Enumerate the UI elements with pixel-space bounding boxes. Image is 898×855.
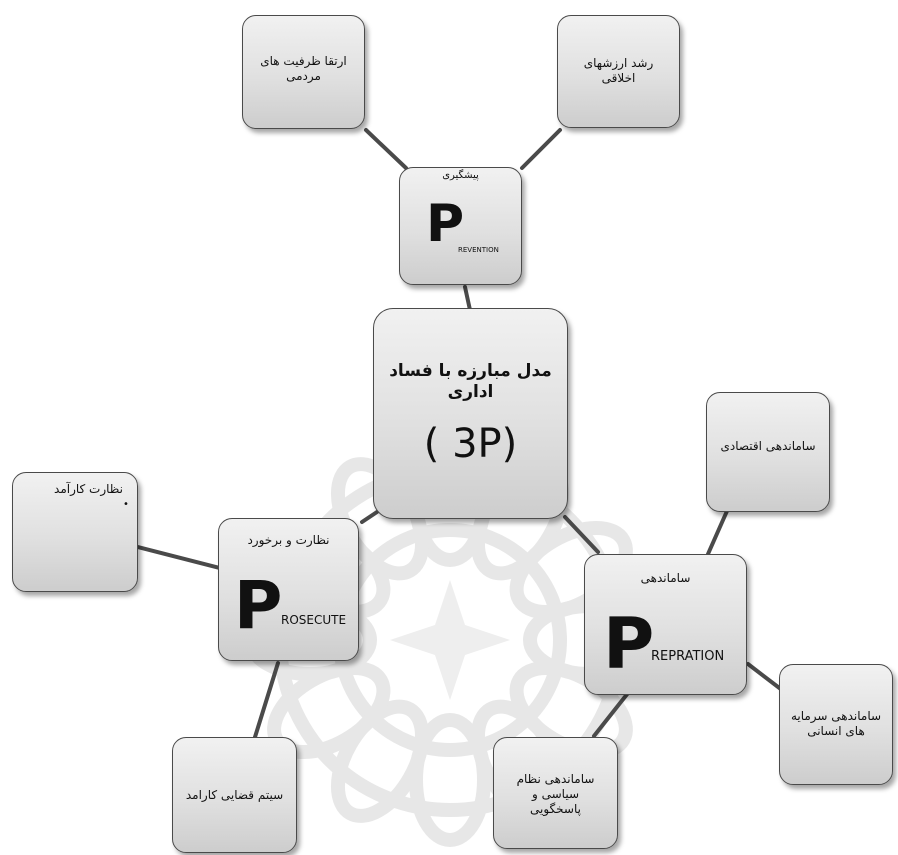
node-prevention: پیشگیری P REVENTION — [399, 167, 522, 285]
connector-prosecute-child2 — [253, 661, 280, 739]
connector-repration-child1 — [706, 509, 729, 556]
p-rest-text: ROSECUTE — [281, 613, 347, 627]
node-hub: مدل مبارزه با فساد اداری ( 3P) — [373, 308, 568, 519]
connector-hub-repration — [563, 515, 600, 554]
p-letter: P — [426, 194, 465, 254]
node-prosecute-child-1: نظارت کارآمد • — [12, 472, 138, 592]
hub-code: ( 3P) — [423, 421, 518, 467]
node-title: نظارت و برخورد — [247, 533, 330, 547]
hub-title: مدل مبارزه با فساد اداری — [389, 361, 552, 402]
p-letter: P — [234, 567, 283, 644]
node-repration-child-1: ساماندهی اقتصادی — [706, 392, 830, 512]
node-repration: ساماندهی P REPRATION — [584, 554, 747, 695]
node-prevention-child-2: رشد ارزشهای اخلاقی — [557, 15, 680, 128]
connector-repration-child2 — [746, 662, 784, 692]
connector-repration-child3 — [592, 691, 630, 738]
connector-prevention-child1 — [364, 128, 408, 170]
connector-prosecute-child1 — [136, 545, 222, 570]
node-label: ساماندهی نظام سیاسی و پاسخگویی — [516, 772, 595, 816]
node-label: ساماندهی اقتصادی — [720, 439, 816, 453]
node-prevention-child-1: ارتقا ظرفیت های مردمی — [242, 15, 365, 129]
node-repration-child-2: ساماندهی سرمایه های انسانی — [779, 664, 893, 785]
p-letter: P — [603, 603, 655, 685]
node-title: ساماندهی — [640, 571, 691, 585]
p-rest-text: REVENTION — [458, 246, 499, 254]
connector-prevention-child2 — [520, 128, 562, 170]
node-prosecute: نظارت و برخورد P ROSECUTE — [218, 518, 359, 661]
node-label: سیتم قضایی کارامد — [185, 788, 284, 802]
node-repration-child-3: ساماندهی نظام سیاسی و پاسخگویی — [493, 737, 618, 849]
connector-hub-prevention — [463, 285, 472, 312]
connector-hub-prosecute — [360, 510, 379, 524]
p-rest-text: REPRATION — [651, 649, 725, 664]
node-label: رشد ارزشهای اخلاقی — [583, 56, 654, 85]
node-label: ارتقا ظرفیت های مردمی — [260, 54, 347, 83]
node-label: ساماندهی سرمایه های انسانی — [790, 709, 882, 738]
node-prosecute-child-2: سیتم قضایی کارامد — [172, 737, 297, 853]
bullet-point: • — [123, 499, 129, 510]
node-title: پیشگیری — [442, 170, 479, 181]
node-label: نظارت کارآمد — [54, 482, 123, 496]
